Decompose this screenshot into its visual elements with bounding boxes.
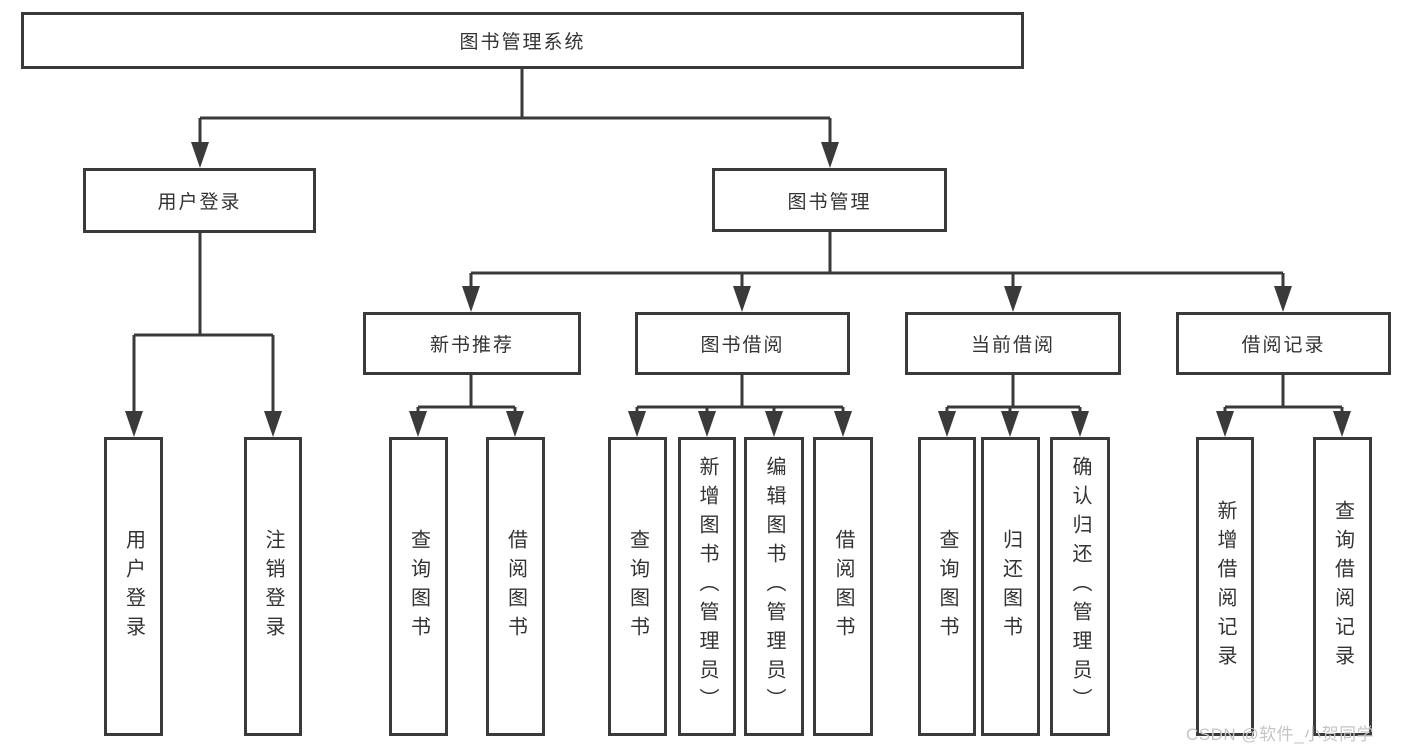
node-new-book-recommend: 新书推荐 (363, 312, 581, 375)
leaf-return-books: 归还图书 (981, 437, 1040, 736)
node-book-borrowing: 图书借阅 (635, 312, 850, 375)
node-user-login: 用户登录 (83, 168, 316, 233)
watermark: CSDN @软件_小贺同学 (1186, 725, 1375, 744)
leaf-user-login: 用户登录 (104, 437, 163, 736)
node-current-borrowing: 当前借阅 (905, 312, 1121, 375)
leaf-query-borrow-record: 查询借阅记录 (1313, 437, 1372, 736)
leaf-borrow-books-borrow: 借阅图书 (813, 437, 873, 736)
leaf-add-book-admin: 新增图书（管理员） (678, 437, 736, 736)
leaf-confirm-return-admin: 确认归还（管理员） (1050, 437, 1110, 736)
node-root-library-system: 图书管理系统 (21, 12, 1024, 69)
leaf-borrow-books-recommend: 借阅图书 (486, 437, 545, 736)
leaf-query-books-current: 查询图书 (918, 437, 976, 736)
leaf-query-books-borrow: 查询图书 (608, 437, 667, 736)
leaf-edit-book-admin: 编辑图书（管理员） (744, 437, 804, 736)
leaf-query-books-recommend: 查询图书 (389, 437, 448, 736)
node-book-management: 图书管理 (712, 168, 947, 232)
leaf-logout-login: 注销登录 (244, 437, 302, 736)
leaf-add-borrow-record: 新增借阅记录 (1196, 437, 1254, 736)
node-borrowing-records: 借阅记录 (1176, 312, 1391, 375)
